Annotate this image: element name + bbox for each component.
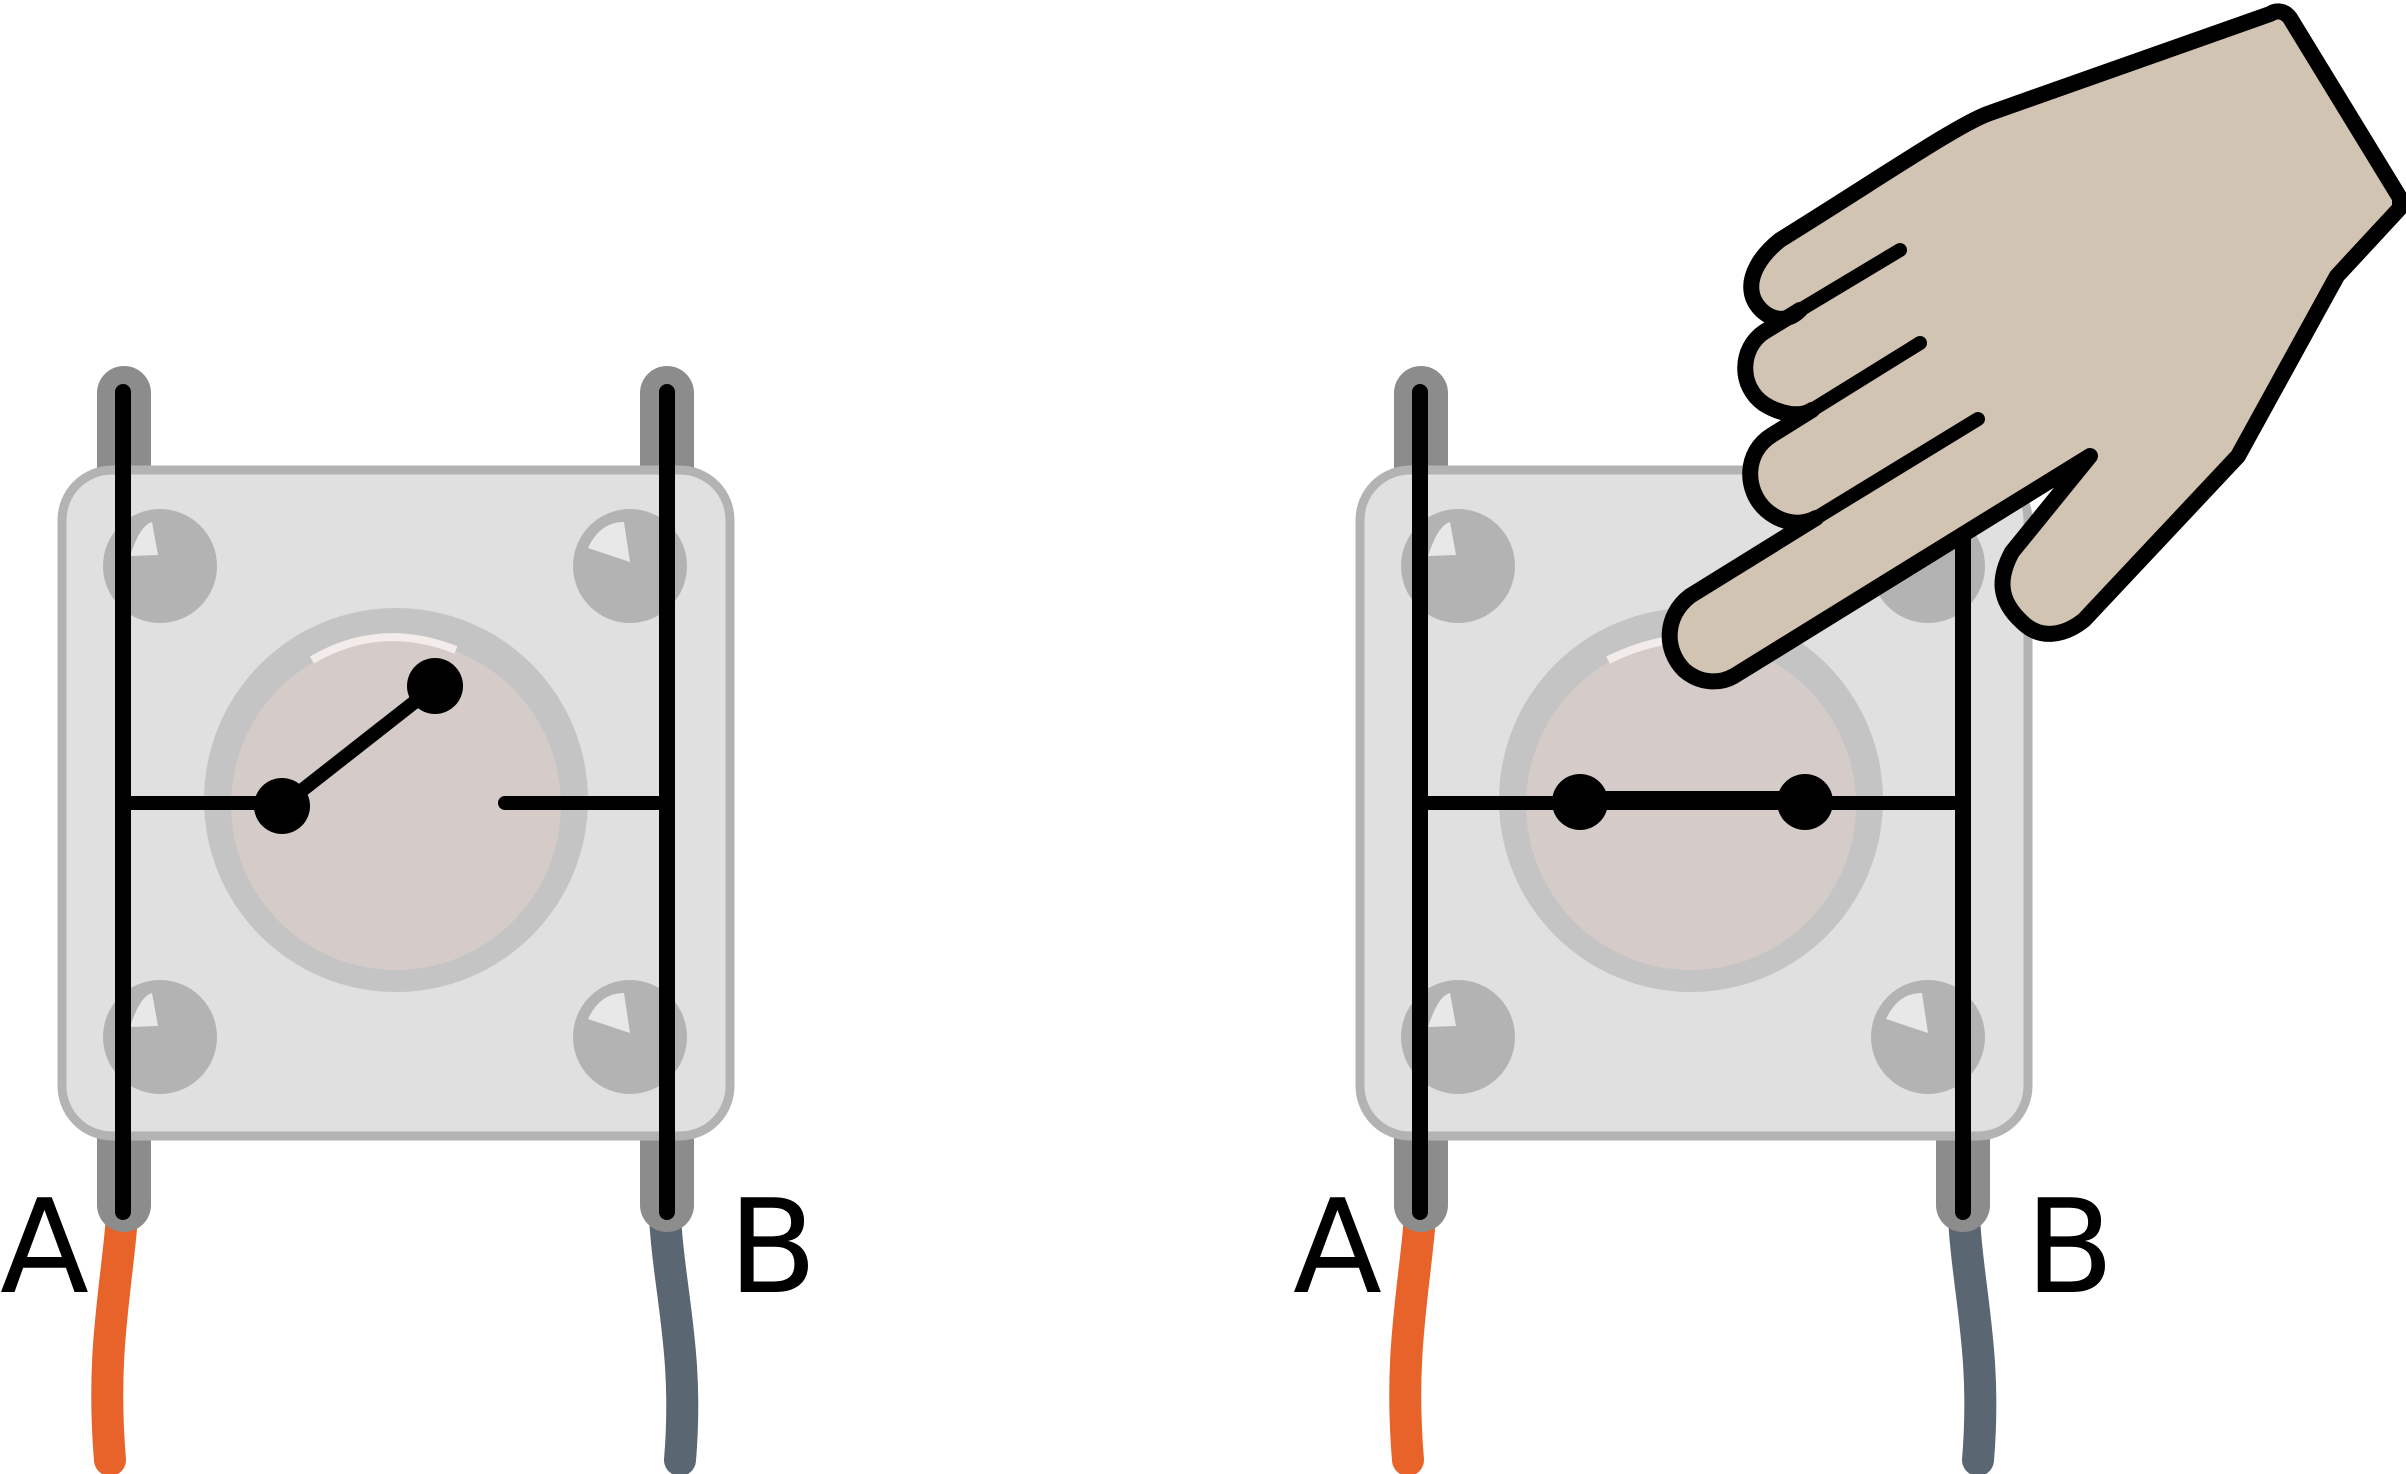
left-contact-lever-tip xyxy=(407,658,463,714)
finger-creases xyxy=(1727,243,2097,683)
left-terminal-a-label: A xyxy=(0,1171,89,1323)
left-terminal-b-label: B xyxy=(728,1171,817,1323)
right-terminal-a-label: A xyxy=(1293,1171,1382,1323)
left-switch-lever xyxy=(277,680,440,812)
right-contact-b xyxy=(1777,774,1833,830)
left-contact-fixed xyxy=(254,778,310,834)
left-switch-open: A B xyxy=(0,366,817,1474)
hand-icon xyxy=(1661,3,2406,690)
right-corner-highlights xyxy=(1428,522,1928,1033)
left-button-cap xyxy=(231,640,561,970)
right-contact-a xyxy=(1552,774,1608,830)
right-switch-closed: A B xyxy=(1293,366,2114,1474)
right-terminal-b-label: B xyxy=(2025,1171,2114,1323)
hand-shape xyxy=(1661,3,2406,690)
left-button-shine xyxy=(309,633,458,664)
left-corner-highlights xyxy=(130,522,630,1033)
